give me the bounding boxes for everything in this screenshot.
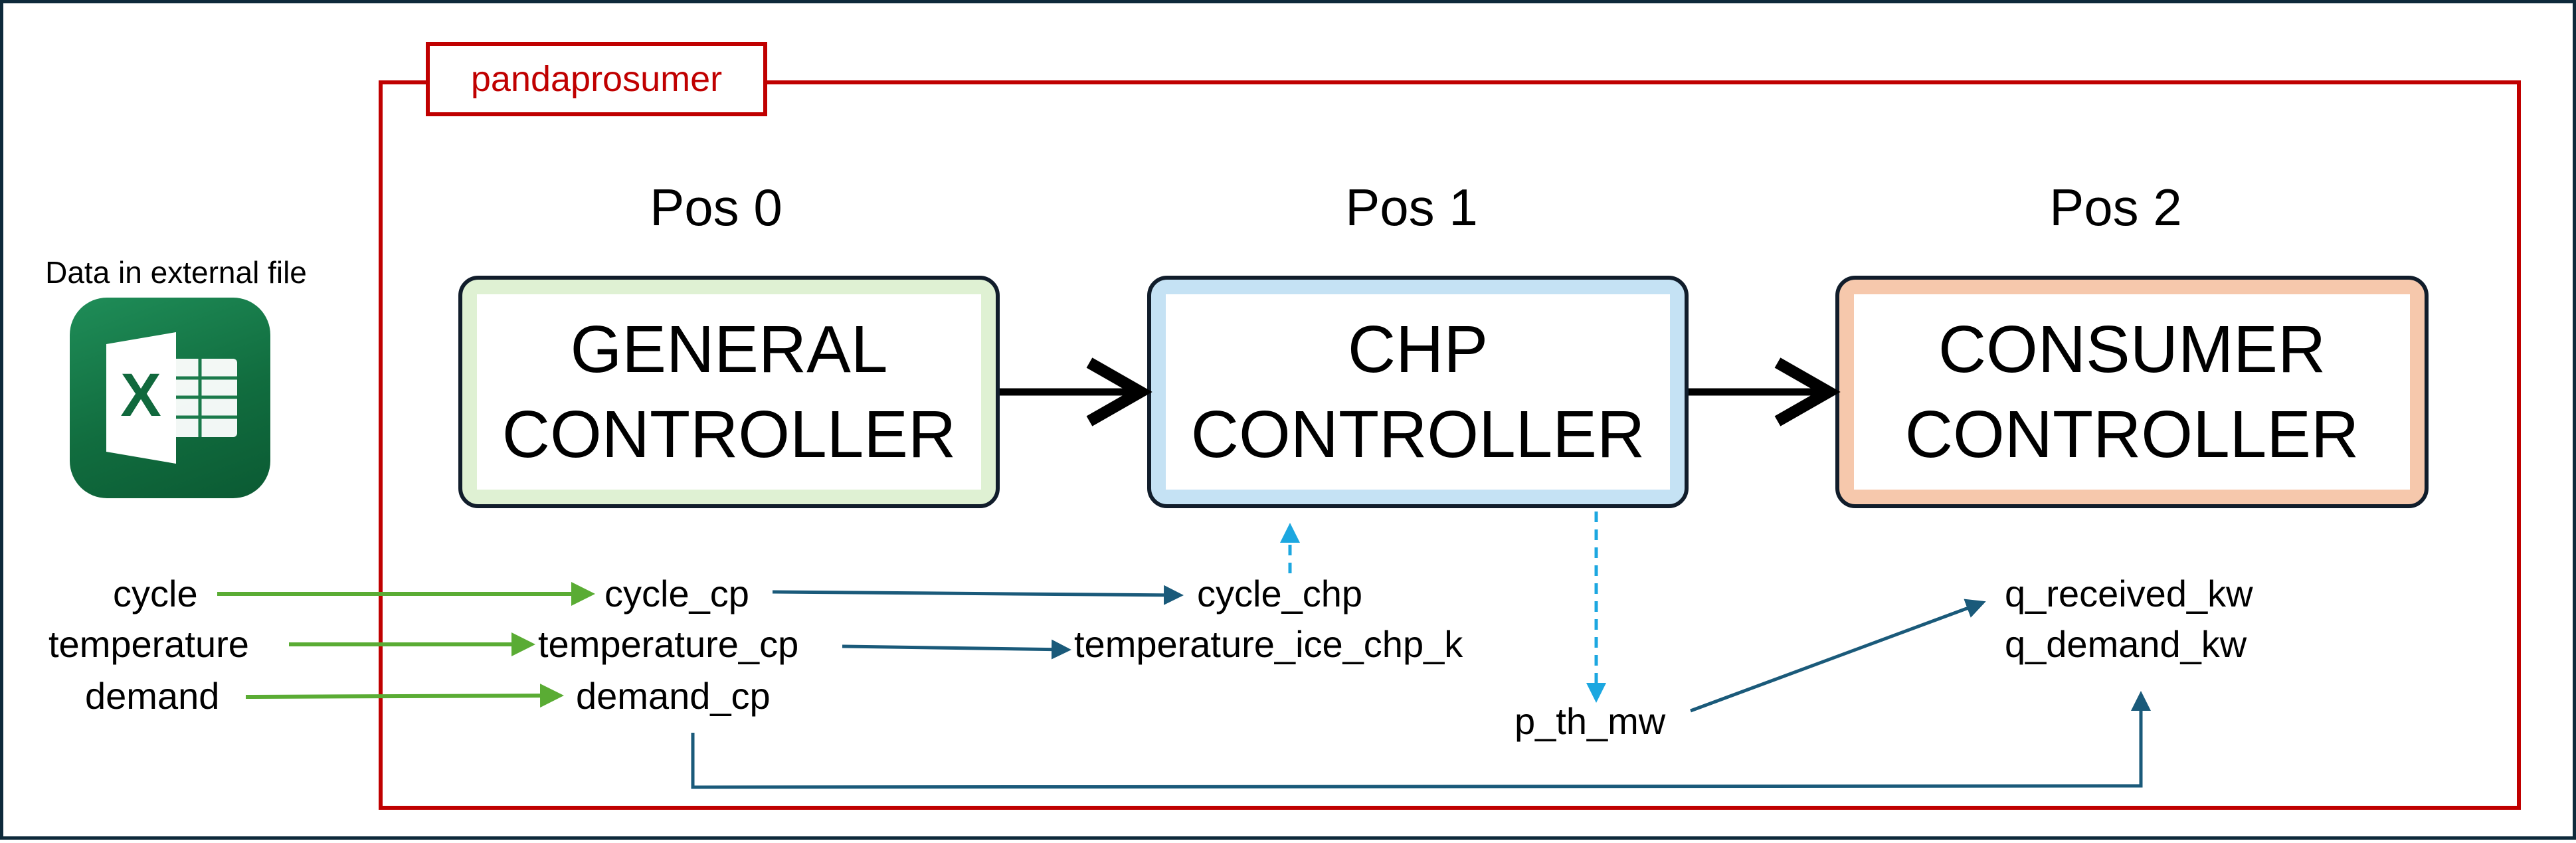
signal-temperature-ice-chp-k: temperature_ice_chp_k: [1074, 623, 1463, 665]
arrow-demand-input: [245, 684, 564, 708]
excel-icon: X: [70, 298, 270, 498]
pos-1-label: Pos 1: [1345, 178, 1478, 236]
pos-2-label: Pos 2: [2049, 178, 2182, 236]
input-temperature: temperature: [48, 623, 249, 665]
arrow-temperature-cp-to-chp: [842, 639, 1071, 660]
arrow-demand-cp-to-consumer: [691, 691, 2151, 789]
signal-p-th-mw: p_th_mw: [1515, 700, 1666, 742]
signal-cycle-cp: cycle_cp: [604, 573, 749, 614]
signal-q-demand-kw: q_demand_kw: [2005, 623, 2247, 665]
data-source-label: Data in external file: [45, 255, 307, 290]
signal-temperature-cp: temperature_cp: [538, 623, 799, 665]
pos-0-label: Pos 0: [650, 178, 782, 236]
signal-demand-cp: demand_cp: [576, 675, 771, 717]
input-demand: demand: [85, 675, 220, 717]
connection-arrows: [217, 357, 2151, 789]
signal-cycle-chp: cycle_chp: [1197, 573, 1363, 614]
pandaprosumer-frame: [379, 80, 2521, 810]
arrow-p-th-to-consumer: [1690, 599, 1986, 713]
arrow-cycle-cp-to-chp: [772, 585, 1184, 605]
excel-letter: X: [120, 361, 161, 429]
input-cycle: cycle: [113, 573, 198, 614]
signal-q-received-kw: q_received_kw: [2005, 573, 2253, 614]
pandaprosumer-label: pandaprosumer: [426, 42, 767, 116]
